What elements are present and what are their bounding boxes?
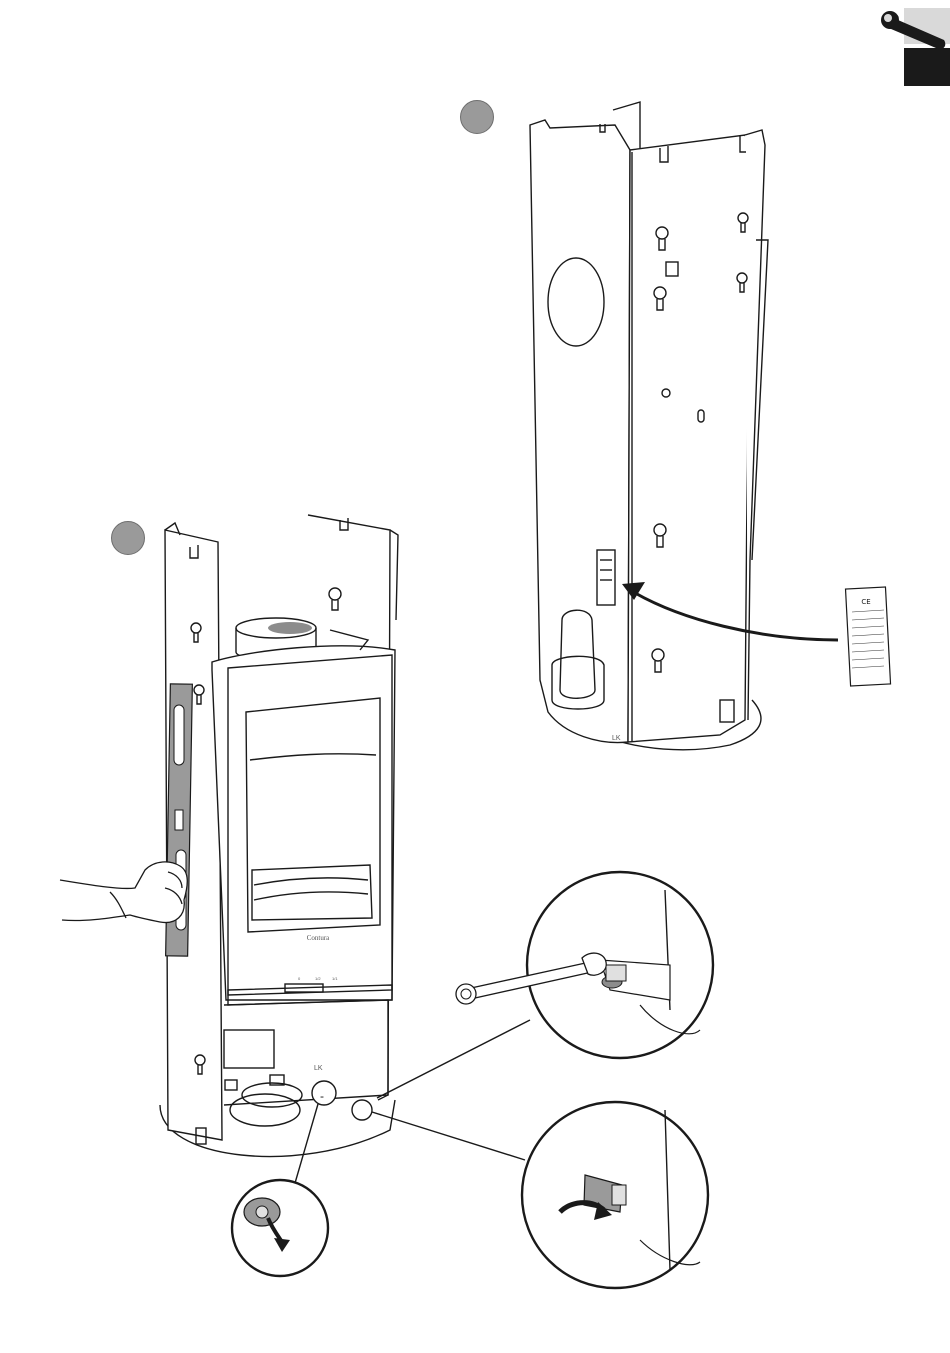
wrench-icon <box>881 11 945 49</box>
leader-line-2 <box>372 1112 525 1160</box>
leader-line-1 <box>377 1020 530 1098</box>
rating-plate-ce-mark: CE <box>861 598 870 606</box>
stove-brand-initials: LK <box>314 1065 323 1072</box>
rear-panel-assembly <box>530 102 768 750</box>
control-mark-full: 1/1 <box>332 976 338 981</box>
detail-foot <box>232 1180 328 1276</box>
stove-assembly <box>160 515 398 1156</box>
hand-illustration <box>60 862 187 923</box>
control-mark-half: 1/2 <box>315 976 321 981</box>
detail-bracket <box>522 1102 708 1288</box>
panel-brand-initials: LK <box>612 735 621 742</box>
step-marker-1 <box>111 521 145 555</box>
step-marker-2 <box>460 100 494 134</box>
stove-brand-mark: Contura <box>307 934 330 942</box>
detail-wrench <box>456 872 713 1058</box>
rating-plate: CE <box>846 587 891 686</box>
foot-adjust-symbol: - <box>320 1089 324 1103</box>
